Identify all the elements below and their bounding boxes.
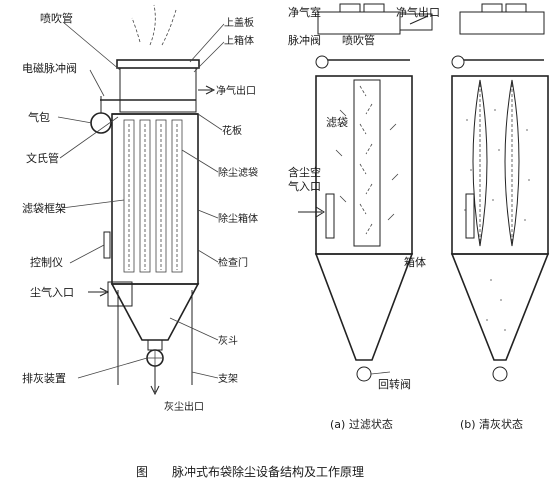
caption-title: 脉冲式布袋除尘设备结构及工作原理: [172, 464, 364, 479]
label-clean-outlet-left: 净气出口: [216, 84, 256, 97]
filter-bag-shape: [353, 79, 381, 247]
label-controller: 控制仪: [30, 255, 63, 269]
label-solenoid-valve: 电磁脉冲阀: [22, 61, 77, 75]
label-ash-outlet: 灰尘出口: [164, 400, 204, 413]
clean-chamber-shape: [459, 11, 545, 35]
dust-inlet-arrow: [88, 287, 110, 297]
jet-line: [161, 9, 177, 46]
clean-chamber-shape: [317, 11, 401, 35]
label-tube-sheet: 花板: [222, 124, 242, 137]
label-rotary-valve: 回转阀: [378, 377, 411, 391]
label-state-b: (b) 清灰状态: [460, 417, 523, 431]
label-top-cover: 上盖板: [224, 16, 254, 29]
label-air-bag: 气包: [28, 110, 50, 124]
ash-outlet-arrow: [150, 366, 160, 396]
pulse-valve-shape: [451, 55, 465, 69]
hopper-shape: [314, 253, 414, 361]
pulse-valve-shape: [315, 55, 329, 69]
dusty-gas-arrow: [298, 206, 325, 218]
label-clean-chamber: 净气室: [288, 5, 321, 19]
label-filter-bag: 除尘滤袋: [218, 166, 258, 179]
label-hopper: 灰斗: [218, 334, 238, 347]
inlet-panel: [465, 193, 475, 239]
inlet-panel: [325, 193, 335, 239]
filter-bag: [171, 119, 183, 273]
upper-box-shape: [119, 67, 197, 113]
label-nozzle: 喷吹管: [40, 11, 73, 25]
top-cover-shape: [116, 59, 200, 69]
filter-bags: [123, 119, 183, 273]
dust-inlet-box: [107, 281, 133, 307]
filter-bag: [123, 119, 135, 273]
inflated-bag: [504, 79, 520, 247]
label-ash-discharge: 排灰装置: [22, 371, 66, 385]
jet-line: [131, 17, 141, 43]
main-box-shape: [111, 113, 199, 285]
label-dust-inlet: 尘气入口: [30, 285, 74, 299]
box-shape: [315, 75, 413, 255]
label-bag: 滤袋: [326, 115, 348, 129]
label-clean-outlet: 净气出口: [396, 5, 440, 19]
label-bag-frame: 滤袋框架: [22, 201, 66, 215]
caption-fig: 图: [136, 465, 148, 479]
label-nozzle-mid: 喷吹管: [342, 33, 375, 47]
label-dusty-gas-1: 含尘空: [288, 165, 321, 179]
label-state-a: (a) 过滤状态: [330, 417, 393, 431]
left-diagram: 喷吹管 电磁脉冲阀 气包 文氏管 滤袋框架 控制仪 尘气入口 排灰装置 上盖板 …: [22, 4, 258, 413]
label-upper-box: 上箱体: [224, 34, 254, 47]
hopper-shape: [110, 283, 200, 341]
label-dusty-gas-2: 气入口: [288, 179, 321, 193]
air-bag-shape: [90, 112, 112, 134]
filter-bag: [155, 119, 167, 273]
rotary-valve-shape: [356, 366, 372, 382]
rotary-valve-shape: [492, 366, 508, 382]
inflated-bag: [472, 79, 488, 247]
label-venturi: 文氏管: [26, 151, 59, 165]
cleaning-state-diagram: (b) 清灰状态: [450, 3, 550, 431]
clean-outlet-arrow: [198, 85, 216, 95]
jet-line: [149, 4, 156, 46]
hopper-shape: [450, 253, 550, 361]
controller-shape: [103, 231, 111, 259]
clean-outlet-duct: [400, 13, 433, 31]
filter-state-diagram: 净气室 净气出口 脉冲阀 喷吹管 滤袋 含尘空 气入口 箱体 回转阀 (a) 过…: [288, 3, 440, 431]
label-inspection-door: 检查门: [218, 256, 248, 269]
label-box: 箱体: [404, 255, 426, 269]
label-support: 支架: [218, 373, 238, 385]
label-dust-box: 除尘箱体: [218, 212, 258, 225]
label-pulse-valve: 脉冲阀: [288, 33, 321, 47]
filter-bag: [139, 119, 151, 273]
